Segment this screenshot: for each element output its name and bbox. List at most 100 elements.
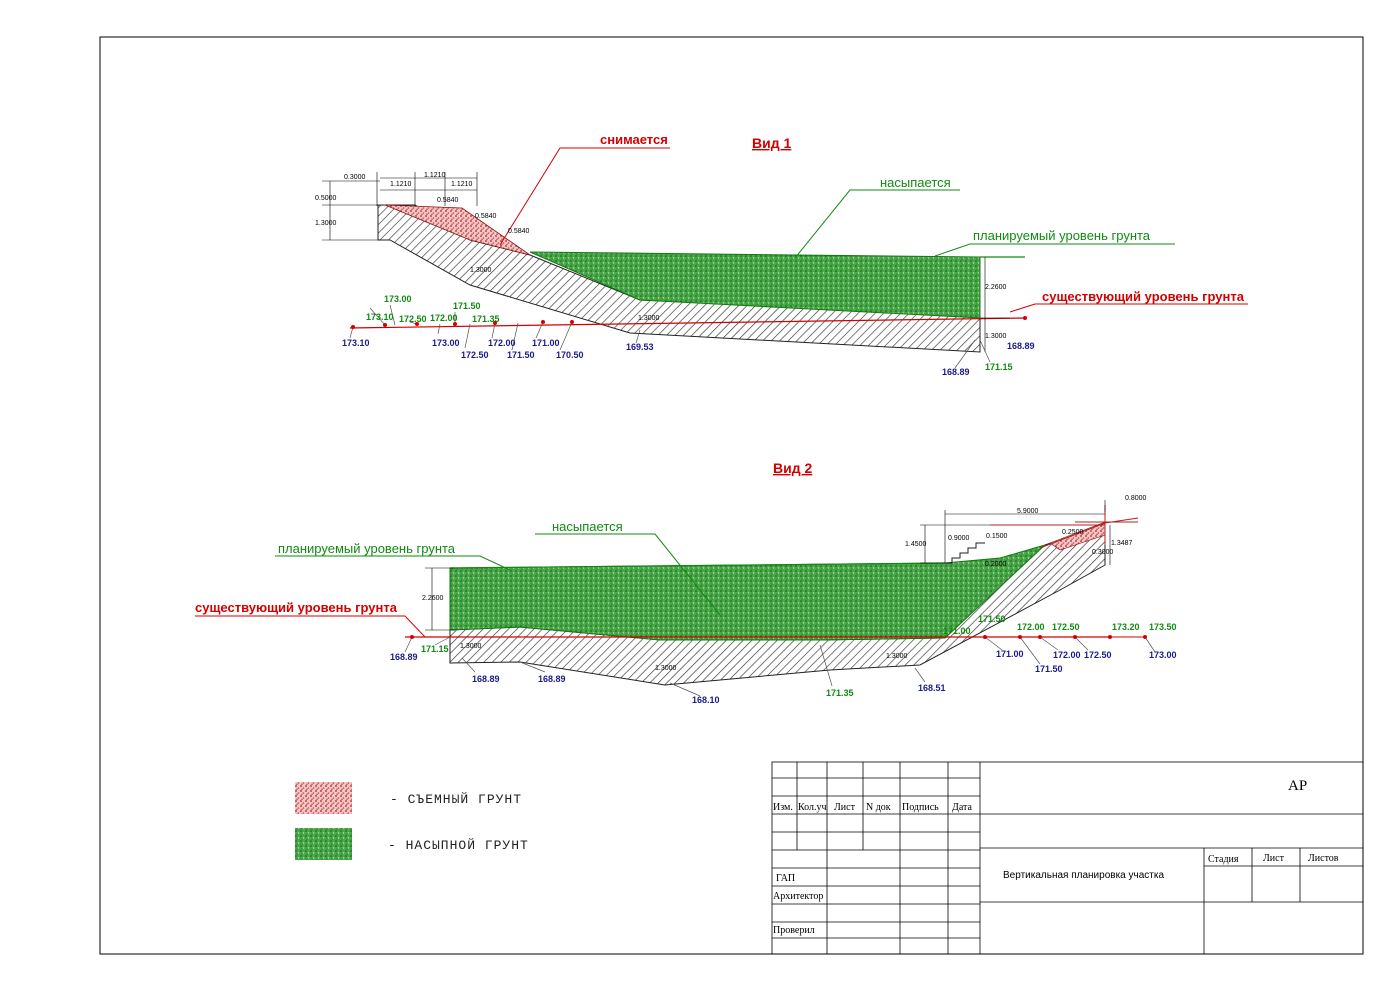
title-block-code: АР	[1288, 778, 1307, 794]
view-2-dim-11: 1.3487	[1111, 540, 1133, 547]
view-1-fill-leader	[794, 189, 960, 259]
view-1-point-1	[383, 323, 387, 327]
view-1-point-3	[453, 322, 457, 326]
tb-sheet-title: Вертикальная планировка участка	[1003, 870, 1164, 881]
view-1-elev-green-0: 173.00	[384, 294, 412, 304]
view-1-dim-12: 1.3000	[985, 333, 1007, 340]
view-2-elev-blue-1: 168.89	[472, 674, 500, 684]
view-2-elev-green-3: 172.00	[1017, 622, 1045, 632]
view-1-elev-blue-1: 173.00	[432, 338, 460, 348]
view-1-elev-green-5: 171.35	[472, 314, 500, 324]
view-2-dim-3: 1.3000	[886, 653, 908, 660]
legend: - СЪЕМНЫЙ ГРУНТ - НАСЫПНОЙ ГРУНТ	[295, 782, 528, 860]
view-1-elev-green-6: 171.15	[985, 362, 1013, 372]
view-2-top-structure	[990, 505, 1139, 549]
view-2-point-3	[1038, 635, 1042, 639]
view-2: Вид 2 насыпается планируемый уровень гру…	[195, 460, 1177, 705]
title-block	[771, 761, 1364, 955]
view-2-elev-blue-8: 172.50	[1084, 650, 1112, 660]
view-1-elev-blue-4: 171.50	[507, 350, 535, 360]
view-1-elev-green-2: 172.50	[399, 314, 427, 324]
sheet-frame	[99, 36, 1364, 955]
view-2-dim-2: 1.3000	[655, 665, 677, 672]
view-1-dim-4: 1.1210	[424, 172, 446, 179]
view-2-point-6	[1143, 635, 1147, 639]
view-1-elev-blue-6: 170.50	[556, 350, 584, 360]
view-2-dim-9: 0.2500	[1062, 529, 1084, 536]
view-2-dim-4: 5.9000	[1017, 508, 1039, 515]
view-2-elev-green-2: 171.50	[978, 614, 1006, 624]
view-2-fill-soil	[449, 544, 1046, 641]
view-2-dim-7: 0.9000	[948, 535, 970, 542]
view-2-dim-10: 0.3000	[1092, 549, 1114, 556]
tb-header-4: Подпись	[902, 802, 939, 813]
view-2-point-2	[1018, 635, 1022, 639]
view-1-existing-label: существующий уровень грунта	[1042, 289, 1245, 304]
view-1-point-4	[493, 321, 497, 325]
view-2-elev-blue-7: 172.00	[1053, 650, 1081, 660]
view-2-planned-line	[449, 562, 946, 569]
tb-header-5: Дата	[952, 802, 972, 813]
view-2-dim-1: 1.3000	[460, 643, 482, 650]
view-1-elev-green-3: 172.00	[430, 313, 458, 323]
view-1-dim-3: 1.1210	[390, 181, 412, 188]
view-1-elev-green-4: 171.50	[453, 301, 481, 311]
view-1-removed-label: снимается	[600, 132, 668, 147]
view-1-planned-leader	[934, 243, 1175, 257]
view-1-dim-10: 2.2600	[985, 284, 1007, 291]
tb-header-0: Изм.	[773, 802, 793, 813]
view-2-dimension-lines	[425, 500, 1111, 631]
view-2-elev-green-5: 173.20	[1112, 622, 1140, 632]
view-1-dim-5: 1.1210	[451, 181, 473, 188]
view-1-existing-ground-line	[349, 317, 1026, 329]
view-1-dim-1: 0.5000	[315, 195, 337, 202]
view-2-elevation-leaders	[404, 636, 1156, 697]
tb-header-3: N док	[866, 802, 891, 813]
view-2-elev-green-0: 171.15	[421, 644, 449, 654]
view-1-dim-6: 0.5840	[437, 197, 459, 204]
view-1-dim-8: 0.5840	[508, 228, 530, 235]
view-1-elev-blue-7: 169.53	[626, 342, 654, 352]
view-1-point-7	[1023, 316, 1027, 320]
view-2-planned-label: планируемый уровень грунта	[278, 541, 456, 556]
view-1-title: Вид 1	[752, 135, 791, 151]
tb-header-2: Лист	[834, 802, 856, 813]
legend-fill-swatch	[295, 828, 352, 860]
view-2-existing-leader	[195, 615, 426, 638]
view-2-elev-blue-3: 168.10	[692, 695, 720, 705]
tb-header-1: Кол.уч	[798, 802, 827, 813]
view-2-existing-label: существующий уровень грунта	[195, 600, 398, 615]
view-2-dim-6: 1.4500	[905, 541, 927, 548]
view-1-dimension-lines	[322, 172, 1010, 352]
view-1-elev-blue-3: 172.00	[488, 338, 516, 348]
view-1-existing-leader	[1009, 303, 1248, 313]
view-1-planned-label: планируемый уровень грунта	[973, 228, 1151, 243]
view-2-point-1	[983, 635, 987, 639]
view-2-point-4	[1073, 635, 1077, 639]
view-2-elev-blue-0: 168.89	[390, 652, 418, 662]
view-2-dim-0: 2.2600	[422, 595, 444, 602]
view-1-dim-2: 1.3000	[315, 220, 337, 227]
view-2-fill-leader	[535, 533, 721, 616]
view-1-dim-11: 1.3000	[638, 315, 660, 322]
tb-sheets-header: Листов	[1308, 853, 1339, 864]
view-2-dim-5: 0.8000	[1125, 495, 1147, 502]
view-1-point-0	[351, 325, 355, 329]
legend-removed-swatch	[295, 782, 352, 814]
view-2-elev-blue-9: 173.00	[1149, 650, 1177, 660]
view-2-elev-blue-5: 171.00	[996, 649, 1024, 659]
view-1: Вид 1 снимается насыпается планируемый у…	[315, 132, 1248, 377]
view-2-elev-green-6: 173.50	[1149, 622, 1177, 632]
view-1-elev-green-1: 173.10	[366, 312, 394, 322]
view-1-point-5	[541, 320, 545, 324]
view-2-planned-leader	[275, 555, 511, 571]
view-1-fill-label: насыпается	[880, 175, 951, 190]
tb-stage-header: Стадия	[1208, 854, 1239, 865]
view-2-dim-12: 0.2000	[985, 561, 1007, 568]
view-2-elev-blue-6: 171.50	[1035, 664, 1063, 674]
view-2-elev-green-4: 172.50	[1052, 622, 1080, 632]
view-2-stairs	[945, 542, 985, 564]
tb-sheet-header: Лист	[1263, 853, 1285, 864]
view-2-elev-blue-4: 168.51	[918, 683, 946, 693]
